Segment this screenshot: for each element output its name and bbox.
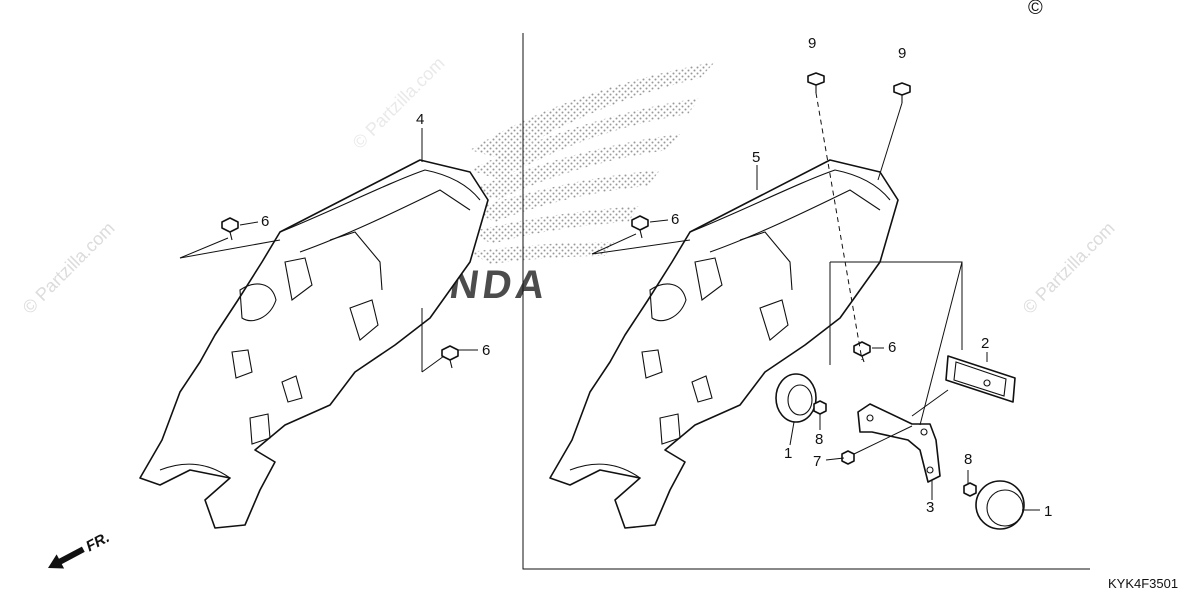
callouts: 4 6 6 5 6 6 9 9 2 1 8 7 8 3 1	[261, 35, 1052, 520]
reflector-1-left	[775, 373, 817, 423]
hardware-parts	[221, 72, 1025, 530]
reflector-1-right	[975, 480, 1025, 530]
callout-2: 2	[981, 335, 989, 352]
callout-3: 3	[926, 499, 934, 516]
screw-9-right	[893, 82, 911, 103]
leader-lines	[179, 92, 1040, 511]
callout-8-left: 8	[815, 431, 823, 448]
rear-fender-part-5	[549, 159, 899, 529]
bolt-6-right-mid	[853, 341, 871, 363]
callout-9-left: 9	[808, 35, 816, 52]
callout-4: 4	[416, 111, 424, 128]
assembly-frame	[522, 33, 1090, 570]
bolt-6-right-upper	[631, 215, 649, 239]
callout-1-left: 1	[784, 445, 792, 462]
screw-9-left	[807, 72, 825, 93]
nut-8-left	[813, 400, 827, 415]
bolt-6-left-upper	[221, 217, 239, 241]
honda-wing-logo: HONDA	[379, 62, 715, 307]
callout-7: 7	[813, 453, 821, 470]
callout-9-right: 9	[898, 45, 906, 62]
nut-7	[841, 450, 855, 465]
bracket-3	[857, 403, 941, 483]
callout-6-right-mid: 6	[888, 339, 896, 356]
callout-1-right: 1	[1044, 503, 1052, 520]
watermark-right: © Partzilla.com	[1019, 218, 1119, 318]
callout-8-right: 8	[964, 451, 972, 468]
front-direction-arrow: FR.	[48, 529, 112, 569]
callout-6-right-upper: 6	[671, 211, 679, 228]
watermark-left: © Partzilla.com	[19, 218, 119, 318]
rear-fender-part-4	[139, 159, 489, 529]
front-direction-label: FR.	[83, 529, 112, 555]
reflector-plate-2	[945, 355, 1016, 403]
callout-5: 5	[752, 149, 760, 166]
bolt-6-left-lower	[441, 345, 459, 369]
nut-8-right	[963, 482, 977, 497]
copyright-symbol: ©	[1028, 0, 1043, 19]
diagram-code: KYK4F3501	[1108, 576, 1178, 591]
callout-6-left-lower: 6	[482, 342, 490, 359]
watermark-center: © Partzilla.com	[349, 53, 449, 153]
callout-6-left-upper: 6	[261, 213, 269, 230]
